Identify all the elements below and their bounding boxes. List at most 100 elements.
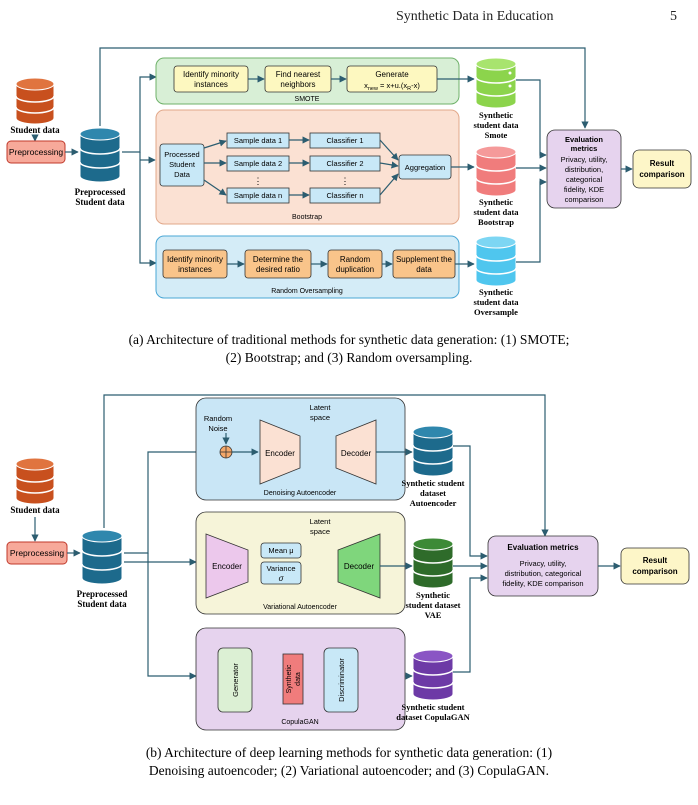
discriminator-box xyxy=(323,647,359,713)
dae-latent-1: Latent xyxy=(310,403,332,412)
aggregation-label: Aggregation xyxy=(405,163,445,172)
eval-a-title-2: metrics xyxy=(571,144,598,153)
os-step-2-line-1: Determine the xyxy=(253,255,304,264)
output-bootstrap-line-1: Synthetic xyxy=(479,197,513,207)
smote-title: SMOTE xyxy=(295,96,320,103)
figure-b: Student data Preprocessing Preprocessed … xyxy=(6,394,690,778)
vae-variance-box xyxy=(260,561,302,585)
vae-decoder xyxy=(337,533,381,599)
dae-title: Denoising Autoencoder xyxy=(264,490,337,497)
preprocessed-b-line-2: Student data xyxy=(77,599,127,609)
os-step-3-line-1: Random xyxy=(340,255,371,264)
figure-a: Student data Preprocessing Preprocessed … xyxy=(6,47,692,365)
classifier-1: Classifier 1 xyxy=(326,136,363,145)
smote-step-2-line-2: neighbors xyxy=(280,80,315,89)
synthetic-data-box xyxy=(282,653,304,705)
smote-step-1-line-2: instances xyxy=(194,80,228,89)
preprocessed-db-icon-b xyxy=(81,529,123,585)
caption-b-line-2: Denoising autoencoder; (2) Variational a… xyxy=(149,763,549,778)
ae-output-db-icon xyxy=(412,425,454,477)
vae-mean-label: Mean μ xyxy=(268,546,293,555)
smote-step-1-line-1: Identify minority xyxy=(183,70,239,79)
preprocessed-b-line-1: Preprocessed xyxy=(77,589,128,599)
os-step-1-line-1: Identify minority xyxy=(167,255,223,264)
preprocessed-label-2: Student data xyxy=(75,197,125,207)
output-vae-line-3: VAE xyxy=(425,610,442,620)
preprocessed-db-icon xyxy=(79,127,121,183)
caption-a-line-2: (2) Bootstrap; and (3) Random oversampli… xyxy=(226,350,473,365)
classifier-2: Classifier 2 xyxy=(326,159,363,168)
output-smote-line-1: Synthetic xyxy=(479,110,513,120)
output-oversample-line-3: Oversample xyxy=(474,307,518,317)
eval-a-body-3: categorical xyxy=(566,175,603,184)
vae-encoder-label: Encoder xyxy=(212,562,242,571)
oversampling-steps: Identify minority instances Determine th… xyxy=(162,249,456,279)
output-oversample-line-1: Synthetic xyxy=(479,287,513,297)
copula-output-db-icon xyxy=(412,649,454,701)
caption-b-line-1: (b) Architecture of deep learning method… xyxy=(146,745,552,760)
preprocessing-label-b: Preprocessing xyxy=(10,548,65,558)
eval-a-body-5: comparison xyxy=(565,195,604,204)
os-step-2-line-2: desired ratio xyxy=(256,265,301,274)
eval-a-body-2: distribution, xyxy=(565,165,603,174)
student-data-db-icon xyxy=(15,77,55,125)
running-title: Synthetic Data in Education xyxy=(396,9,553,24)
vae-mean-box xyxy=(260,542,302,559)
result-box-a xyxy=(632,149,692,189)
smote-step-2-line-1: Find nearest xyxy=(276,70,321,79)
classifier-n: Classifier n xyxy=(326,191,363,200)
dae-encoder xyxy=(259,419,301,485)
eval-b-title: Evaluation metrics xyxy=(507,543,579,552)
generator-label: Generator xyxy=(231,663,240,697)
sample-data-n: Sample data n xyxy=(234,191,282,200)
os-step-3-line-2: duplication xyxy=(336,265,374,274)
bootstrap-processed-line-1: Processed xyxy=(164,150,199,159)
eval-a-title-1: Evaluation xyxy=(565,135,603,144)
dae-decoder xyxy=(335,419,377,485)
bootstrap-processed-line-2: Student xyxy=(169,160,196,169)
result-b-line-2: comparison xyxy=(632,567,677,576)
generator-box xyxy=(217,647,253,713)
sample-boxes: Sample data 1 Sample data 2 ⋮ Sample dat… xyxy=(226,132,290,204)
bootstrap-title: Bootstrap xyxy=(292,214,322,221)
sample-data-2: Sample data 2 xyxy=(234,159,282,168)
smote-output-db-icon xyxy=(475,57,517,109)
dae-latent-2: space xyxy=(310,413,330,422)
caption-a-line-1: (a) Architecture of traditional methods … xyxy=(129,332,570,347)
vae-variance-label-1: Variance xyxy=(266,564,295,573)
page-number: 5 xyxy=(670,9,677,24)
eval-b-body-2: distribution, categorical xyxy=(505,569,582,578)
sample-dots: ⋮ xyxy=(254,176,263,186)
vae-latent-1: Latent xyxy=(310,517,332,526)
output-copula-line-2: dataset CopulaGAN xyxy=(396,712,470,722)
student-data-label-b: Student data xyxy=(10,505,60,515)
smote-step-3-line-1: Generate xyxy=(375,70,409,79)
preprocessed-label-1: Preprocessed xyxy=(75,187,126,197)
vae-title: Variational Autoencoder xyxy=(263,604,337,611)
smote-formula: xnew = x+u.(xR-x) xyxy=(364,81,420,92)
output-copula-line-1: Synthetic student xyxy=(401,702,464,712)
sample-data-1: Sample data 1 xyxy=(234,136,282,145)
result-b-line-1: Result xyxy=(643,556,668,565)
dae-encoder-label: Encoder xyxy=(265,449,295,458)
vae-decoder-label: Decoder xyxy=(344,562,375,571)
dae-noise-1: Random xyxy=(204,414,232,423)
copula-title: CopulaGAN xyxy=(281,719,318,726)
synthetic-data-label-2: data xyxy=(295,672,302,686)
dae-decoder-label: Decoder xyxy=(341,449,372,458)
output-smote-line-3: Smote xyxy=(485,130,508,140)
bootstrap-processed-box xyxy=(159,143,205,187)
result-box-b xyxy=(620,547,690,585)
vae-latent-2: space xyxy=(310,527,330,536)
bootstrap-output-db-icon xyxy=(475,145,517,197)
oversample-output-db-icon xyxy=(475,235,517,287)
os-step-4-line-1: Supplement the xyxy=(396,255,453,264)
output-vae-line-2: student dataset xyxy=(405,600,460,610)
os-step-4-line-2: data xyxy=(416,265,432,274)
result-a-line-1: Result xyxy=(650,159,675,168)
vae-encoder xyxy=(205,533,249,599)
eval-b-body-3: fidelity, KDE comparison xyxy=(502,579,583,588)
vae-output-db-icon xyxy=(412,537,454,589)
output-ae-line-2: dataset xyxy=(420,488,446,498)
